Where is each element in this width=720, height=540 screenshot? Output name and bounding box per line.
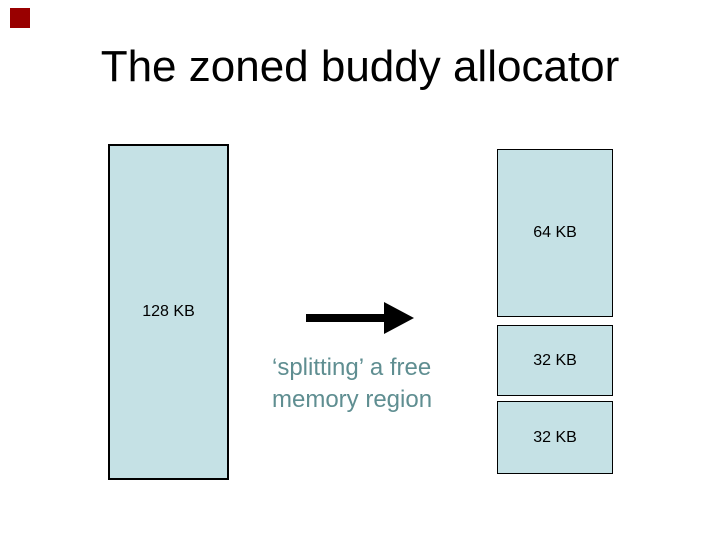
slide-title: The zoned buddy allocator — [100, 42, 620, 91]
memory-block-64kb-label: 64 KB — [533, 224, 577, 241]
right-arrow-icon — [306, 302, 414, 334]
memory-block-32kb-lower-label: 32 KB — [533, 428, 577, 446]
memory-block-128kb-label: 128 KB — [142, 303, 195, 320]
split-caption-line2: memory region — [272, 386, 433, 413]
memory-block-32kb-upper: 32 KB — [497, 325, 613, 396]
memory-block-32kb-upper-label: 32 KB — [533, 351, 577, 369]
memory-block-64kb: 64 KB — [497, 149, 613, 317]
split-caption-line1: ‘splitting’ a free — [272, 354, 432, 381]
split-caption: ‘splitting’ a free memory region — [272, 352, 482, 416]
slide-corner-marker — [10, 8, 30, 28]
memory-block-32kb-lower: 32 KB — [497, 401, 613, 474]
memory-block-128kb: 128 KB — [108, 144, 229, 480]
